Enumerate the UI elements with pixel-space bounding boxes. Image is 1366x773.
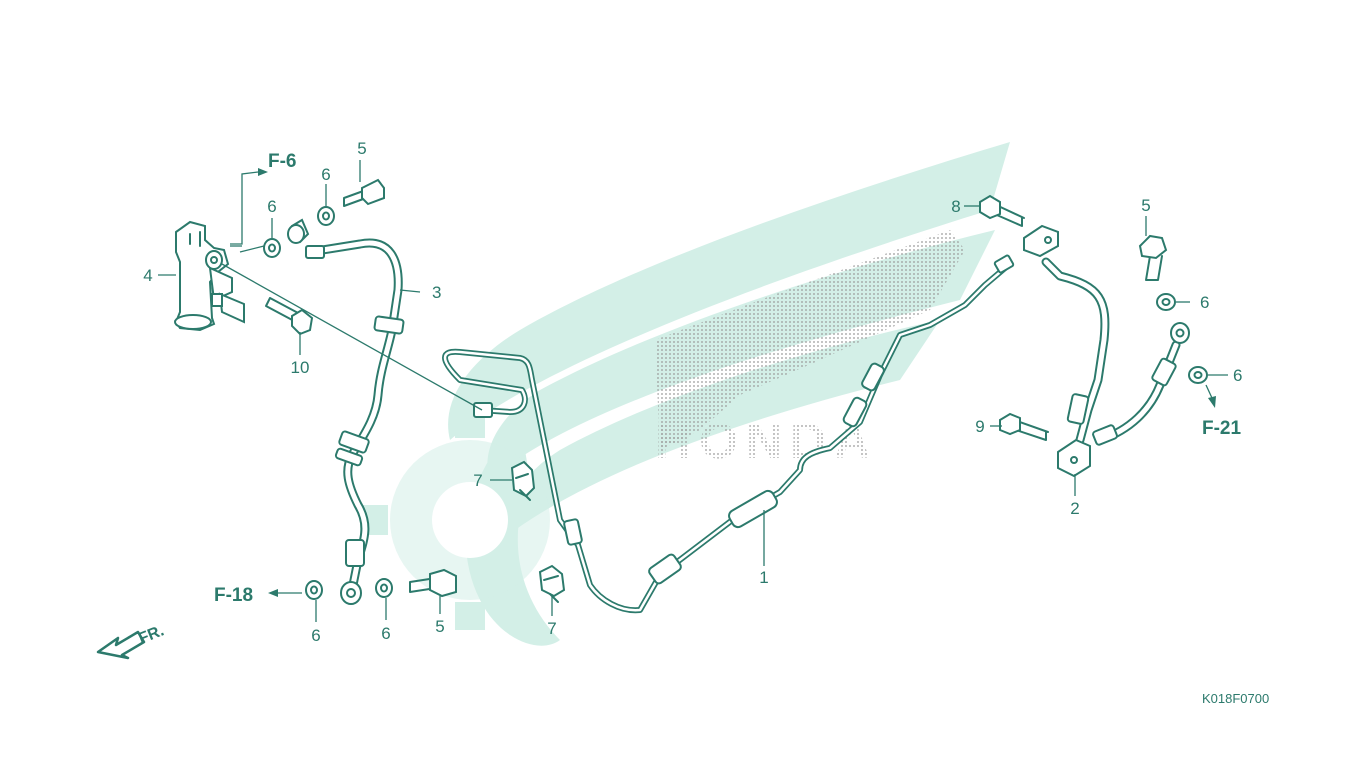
ref-f18: F-18 <box>214 585 253 606</box>
washer-6-a <box>263 238 281 258</box>
callout-5-bottom: 5 <box>435 617 444 636</box>
callout-6-a: 6 <box>267 197 276 216</box>
callout-1: 1 <box>759 568 768 587</box>
callout-6-c: 6 <box>311 626 320 645</box>
diagram-code: K018F0700 <box>1202 691 1269 706</box>
bolt-9 <box>999 412 1049 441</box>
part-2-hose <box>1023 224 1190 478</box>
callout-10: 10 <box>291 358 310 377</box>
washer-6-f <box>1188 366 1208 384</box>
callout-6-b: 6 <box>321 165 330 184</box>
callout-7-b: 7 <box>547 619 556 638</box>
arrow-left-down-icon <box>96 630 146 660</box>
callout-3: 3 <box>432 283 441 302</box>
bolt-10 <box>265 297 314 336</box>
callout-6-d: 6 <box>381 624 390 643</box>
callout-7-a: 7 <box>473 471 482 490</box>
bolt-5-top <box>343 178 385 207</box>
bolt-5-right <box>1138 234 1168 281</box>
clip-7-b <box>538 564 566 603</box>
part-3-hose <box>287 218 405 605</box>
front-marker: FR. <box>96 622 167 660</box>
front-label: FR. <box>136 622 166 647</box>
honda-wing-logo: HONDA <box>360 142 1010 646</box>
callout-2: 2 <box>1070 499 1079 518</box>
callout-5-right: 5 <box>1141 196 1150 215</box>
washer-6-b <box>317 206 335 226</box>
callout-6-e: 6 <box>1200 293 1209 312</box>
bolt-5-bottom <box>409 568 457 598</box>
callout-4: 4 <box>143 266 152 285</box>
callout-9: 9 <box>975 417 984 436</box>
ref-f6: F-6 <box>268 151 297 172</box>
bolt-8 <box>979 194 1025 227</box>
callout-6-f: 6 <box>1233 366 1242 385</box>
part-1-pipe <box>442 254 1015 614</box>
callout-8: 8 <box>951 197 960 216</box>
washer-6-e <box>1156 293 1176 311</box>
part-4-joint <box>174 220 245 332</box>
washer-6-d <box>375 578 393 598</box>
leader-lines <box>158 160 1228 622</box>
callout-5-top: 5 <box>357 139 366 158</box>
clip-7-a <box>510 460 536 501</box>
ref-f21: F-21 <box>1202 418 1242 439</box>
washer-6-c <box>305 580 323 600</box>
